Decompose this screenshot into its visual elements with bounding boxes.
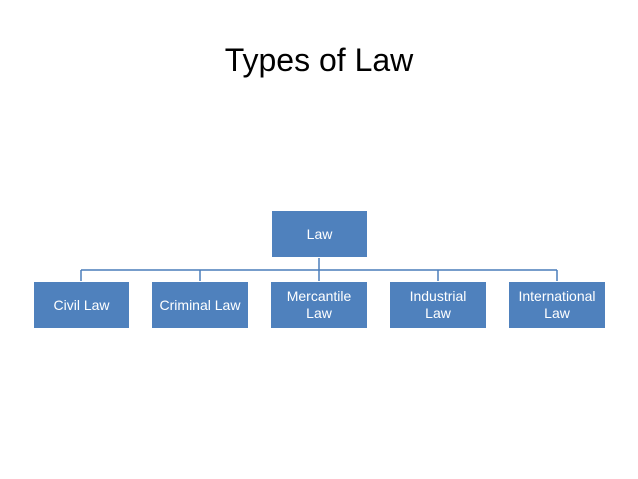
node-mercantile-law: Mercantile Law (270, 281, 368, 329)
node-label: Civil Law (53, 296, 110, 313)
node-industrial-law: Industrial Law (389, 281, 487, 329)
node-label: Mercantile Law (286, 288, 352, 321)
node-root-label: Law (306, 225, 333, 242)
node-label: Criminal Law (159, 296, 241, 313)
slide-title: Types of Law (224, 42, 414, 78)
node-root-law: Law (271, 210, 368, 258)
node-civil-law: Civil Law (33, 281, 130, 329)
node-international-law: International Law (508, 281, 606, 329)
node-label: International Law (518, 288, 596, 321)
node-label: Industrial Law (409, 288, 467, 321)
node-criminal-law: Criminal Law (151, 281, 249, 329)
